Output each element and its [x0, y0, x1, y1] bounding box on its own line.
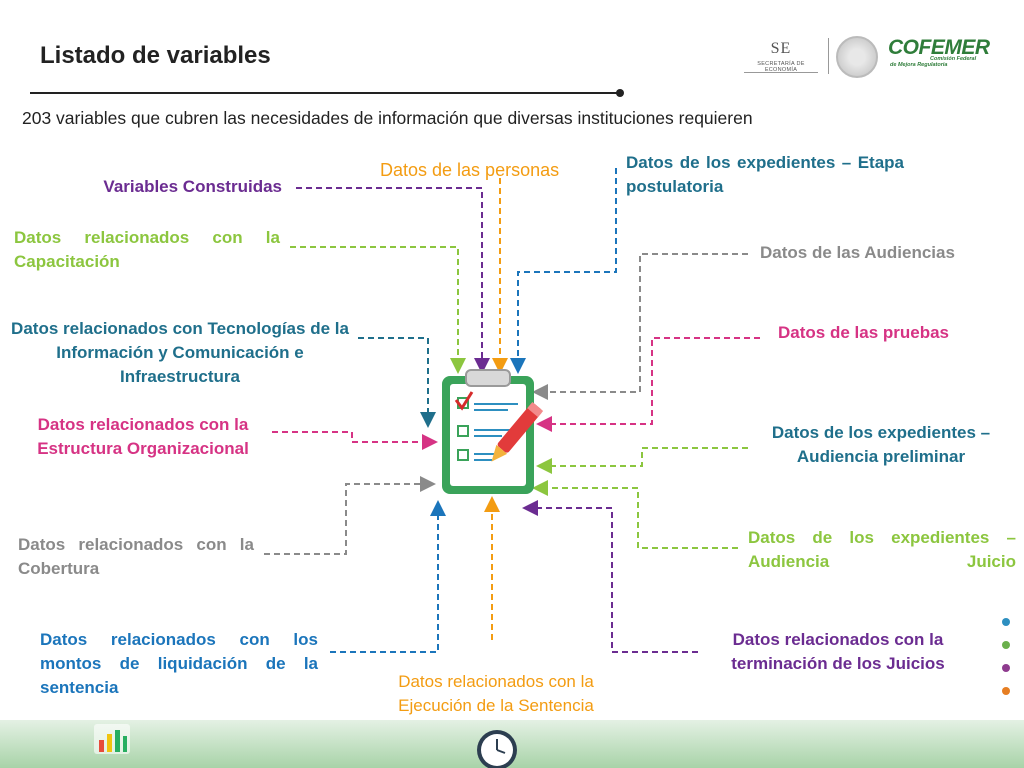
label-pruebas: Datos de las pruebas — [778, 323, 950, 342]
line-terminacion — [522, 500, 698, 653]
line-pruebas — [536, 337, 760, 432]
line-audiencias — [532, 253, 748, 400]
bar-chart-icon — [94, 724, 130, 754]
se-logo: SE SECRETARÍA DE ECONOMÍA — [744, 40, 818, 73]
line-audiencia-preliminar — [536, 447, 748, 474]
label-personas: Datos de las personas — [380, 160, 560, 180]
label-audiencia-preliminar: Datos de los expedientes – Audiencia pre… — [771, 423, 991, 466]
decor-dot-green — [1002, 641, 1010, 649]
line-tic — [358, 337, 436, 428]
se-logo-text: SE — [770, 40, 792, 57]
line-estructura — [272, 431, 438, 450]
cofemer-logo: COFEMER — [888, 36, 990, 59]
label-audiencias: Datos de las Audiencias — [760, 243, 955, 262]
label-cobertura: Datos relacionados con la Cobertura — [18, 535, 254, 578]
page-subtitle: 203 variables que cubren las necesidades… — [22, 108, 753, 128]
decor-dot-orange — [1002, 687, 1010, 695]
line-montos — [330, 500, 446, 653]
cofemer-subtitle-1: Comisión Federal — [930, 56, 977, 62]
decor-dot-purple — [1002, 664, 1010, 672]
label-tic: Datos relacionados con Tecnologías de la… — [11, 319, 349, 386]
label-etapa-postulatoria: Datos de los expedientes – Etapa postula… — [626, 153, 904, 196]
label-montos: Datos relacionados con los montos de liq… — [40, 630, 318, 697]
label-variables-construidas: Variables Construidas — [103, 177, 282, 196]
decor-dot-blue — [1002, 618, 1010, 626]
label-terminacion: Datos relacionados con la terminación de… — [731, 630, 945, 673]
line-cobertura — [264, 476, 436, 555]
line-capacitacion — [290, 246, 466, 374]
label-estructura: Datos relacionados con la Estructura Org… — [37, 415, 249, 458]
logo-divider — [828, 38, 829, 74]
cofemer-subtitle-2: de Mejora Regulatoria — [890, 62, 948, 68]
line-etapa-postulatoria — [510, 168, 617, 374]
label-ejecucion: Datos relacionados con la Ejecución de l… — [398, 672, 594, 715]
clock-icon — [477, 730, 517, 768]
title-underline — [30, 89, 624, 97]
se-logo-caption: SECRETARÍA DE ECONOMÍA — [757, 61, 805, 73]
page-title: Listado de variables — [40, 42, 271, 69]
line-variables-construidas — [296, 187, 490, 374]
line-audiencia-juicio — [532, 480, 738, 549]
mexico-seal-icon — [836, 36, 878, 78]
label-capacitacion: Datos relacionados con la Capacitación — [14, 228, 280, 271]
label-audiencia-juicio: Datos de los expedientes – Audiencia Jui… — [748, 528, 1016, 571]
clipboard-checklist-with-pen-icon — [442, 369, 544, 494]
